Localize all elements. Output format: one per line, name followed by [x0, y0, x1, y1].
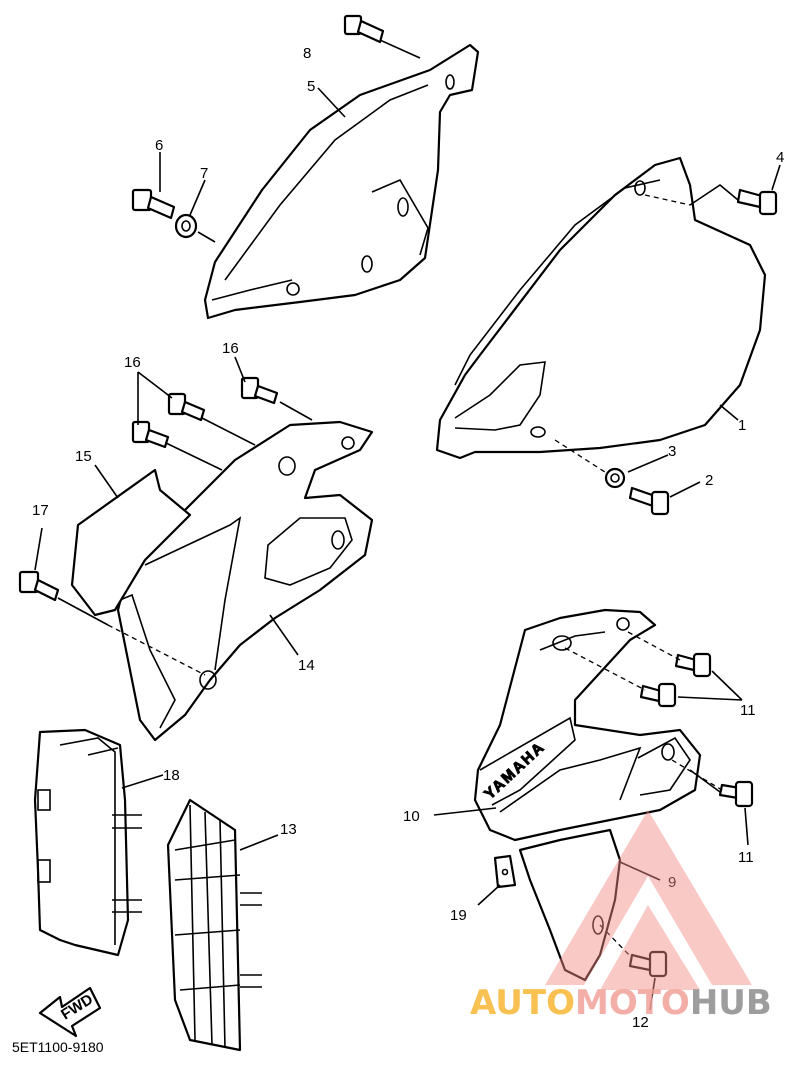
watermark-hub: HUB [690, 983, 772, 1023]
label-11a: 11 [740, 702, 756, 719]
fwd-arrow-icon: FWD [38, 986, 102, 1038]
fasteners [18, 14, 778, 978]
part-18-radiator-guard [33, 728, 142, 957]
collar-3 [604, 467, 626, 489]
part-labels: 1 2 3 4 5 6 7 8 9 10 11 11 12 13 14 15 1… [32, 45, 784, 1031]
label-13: 13 [280, 821, 297, 838]
watermark-auto: AUTO [470, 983, 575, 1023]
label-7: 7 [200, 165, 208, 182]
part-10-fuel-tank-shroud [473, 608, 702, 842]
bolt-11a [674, 652, 712, 678]
label-12: 12 [632, 1014, 649, 1031]
part-5-side-cover-upper [203, 43, 480, 320]
catalog-code: 5ET1100-9180 [12, 1039, 104, 1055]
label-19: 19 [450, 907, 467, 924]
svg-text:AUTOMOTOHUB: AUTOMOTOHUB [470, 983, 772, 1023]
bolt-2 [628, 486, 670, 516]
leader-lines [34, 39, 781, 1011]
label-11b: 11 [738, 849, 754, 866]
label-8: 8 [303, 45, 311, 62]
bolt-11c [718, 780, 754, 808]
bolt-16a [167, 392, 206, 422]
label-15: 15 [75, 448, 92, 465]
label-14: 14 [298, 657, 315, 674]
bolt-17 [18, 570, 60, 602]
collar-7 [174, 213, 198, 239]
bolt-4 [736, 188, 778, 216]
label-17: 17 [32, 502, 49, 519]
bolt-12 [628, 950, 668, 978]
part-1-side-number-plate [435, 156, 767, 460]
watermark-moto: MOTO [575, 983, 690, 1023]
label-18: 18 [163, 767, 180, 784]
part-13-radiator-louvre [166, 798, 262, 1052]
label-4: 4 [776, 149, 784, 166]
part-19-clip [493, 854, 517, 889]
label-3: 3 [668, 443, 676, 460]
part-9-lower-panel [518, 828, 622, 982]
part-15-inner-panel [70, 468, 192, 617]
watermark-triangle-icon [545, 810, 752, 990]
bolt-16b [131, 420, 170, 449]
label-1: 1 [738, 417, 746, 434]
label-16a: 16 [124, 354, 141, 371]
label-10: 10 [403, 808, 420, 825]
label-5: 5 [307, 78, 315, 95]
bolt-8 [343, 14, 385, 44]
bolt-11b [639, 682, 677, 708]
bolt-6 [131, 188, 176, 220]
watermark-logo: AUTOMOTOHUB [470, 810, 772, 1023]
part-14-radiator-cover-left [116, 420, 374, 742]
label-2: 2 [705, 472, 713, 489]
label-16b: 16 [222, 340, 239, 357]
label-9: 9 [668, 874, 676, 891]
label-6: 6 [155, 137, 163, 154]
bolt-16c [240, 376, 279, 405]
